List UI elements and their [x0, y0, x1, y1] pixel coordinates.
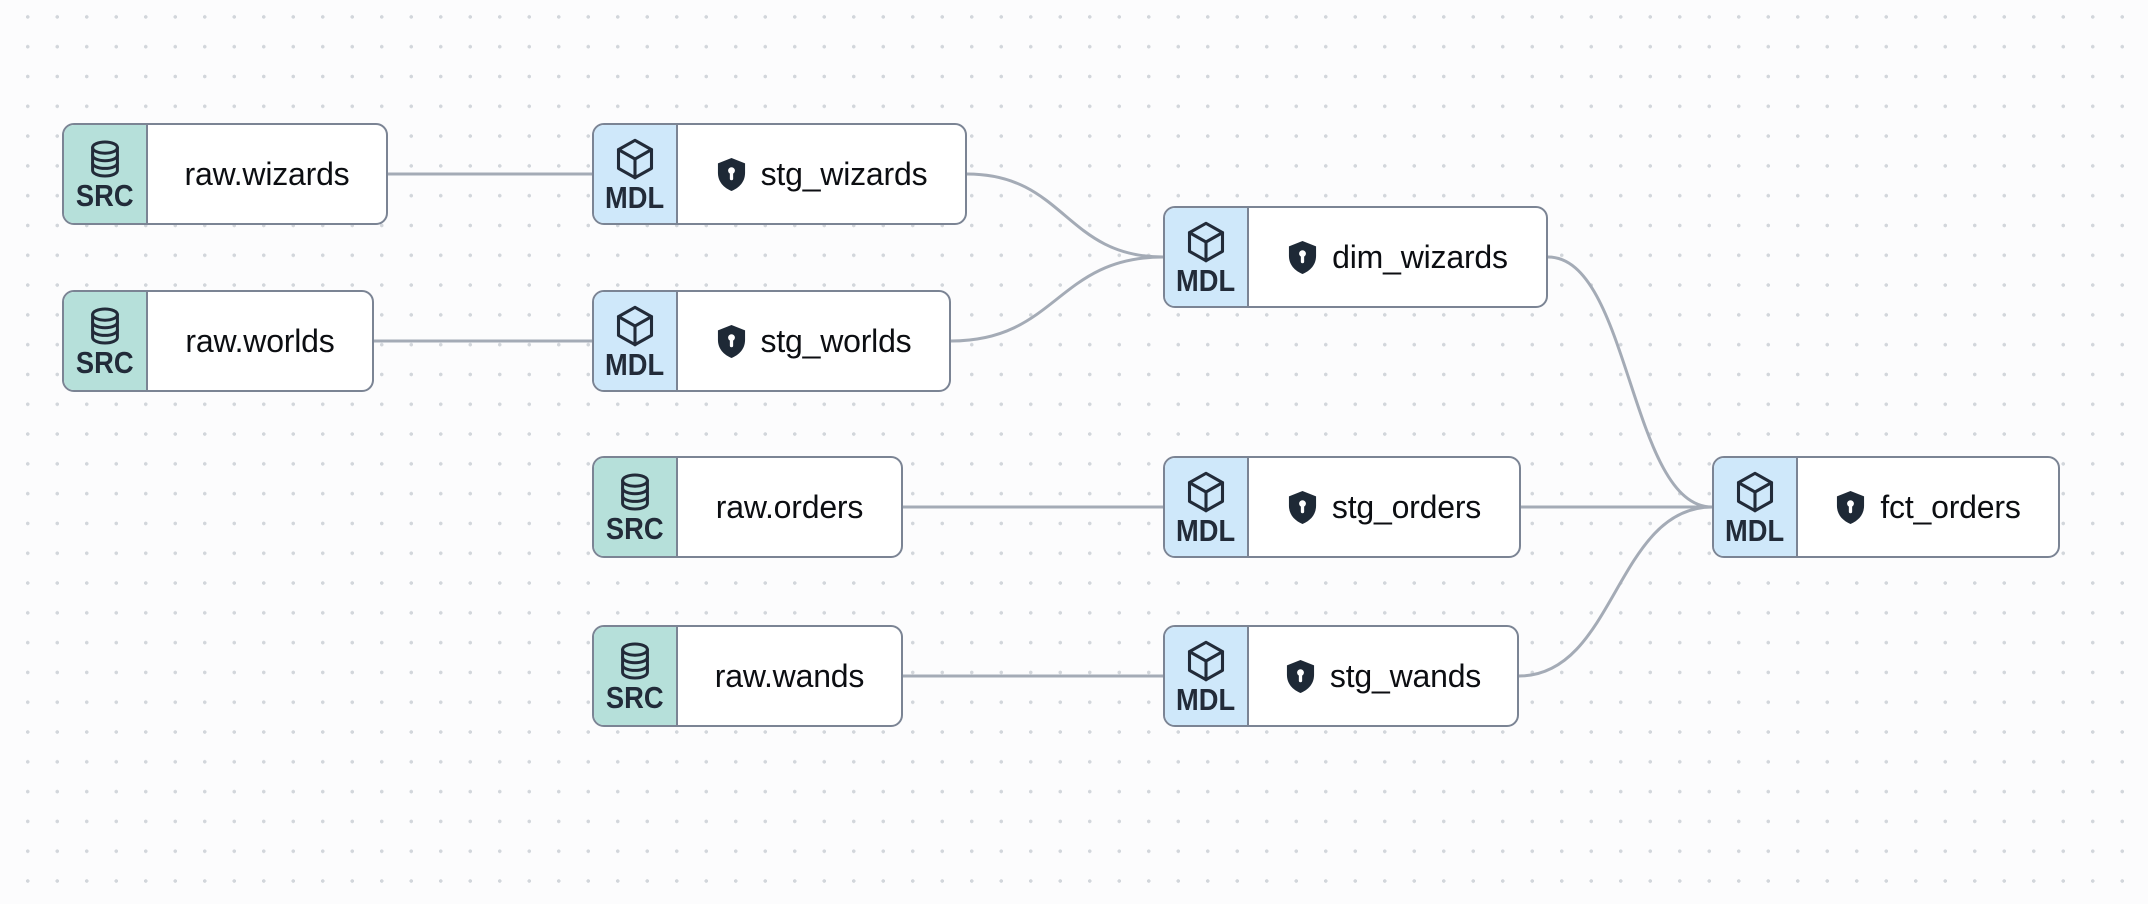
node-type-label: SRC: [76, 178, 134, 214]
node-type-badge: MDL: [1165, 208, 1249, 306]
node-raw_wizards[interactable]: SRC raw.wizards: [62, 123, 388, 225]
node-dim_wizards[interactable]: MDL dim_wizards: [1163, 206, 1548, 308]
node-name-label: raw.wizards: [184, 155, 350, 192]
node-type-badge: MDL: [1714, 458, 1798, 556]
cube-icon: [1733, 470, 1777, 514]
node-type-label: MDL: [1176, 513, 1236, 549]
shield-lock-icon: [1285, 659, 1316, 694]
node-body: raw.wizards: [148, 125, 386, 223]
node-body: stg_wands: [1249, 627, 1517, 725]
node-name-label: raw.wands: [714, 657, 865, 694]
node-name-label: raw.orders: [715, 488, 864, 525]
database-icon: [85, 306, 125, 346]
edge-stg_wands-to-fct_orders: [1518, 505, 1713, 678]
node-name-label: stg_wands: [1329, 657, 1482, 694]
node-name-label: stg_orders: [1331, 488, 1482, 525]
cube-icon: [613, 304, 657, 348]
node-body: dim_wizards: [1249, 208, 1546, 306]
node-raw_orders[interactable]: SRC raw.orders: [592, 456, 903, 558]
node-type-label: SRC: [606, 680, 664, 716]
node-body: raw.orders: [678, 458, 901, 556]
node-body: raw.worlds: [148, 292, 372, 390]
node-type-label: MDL: [1176, 682, 1236, 718]
shield-lock-icon: [716, 157, 747, 192]
database-icon: [615, 472, 655, 512]
node-stg_wizards[interactable]: MDL stg_wizards: [592, 123, 967, 225]
node-type-badge: SRC: [594, 458, 678, 556]
node-type-badge: SRC: [64, 125, 148, 223]
shield-lock-icon: [1287, 240, 1318, 275]
edge-dim_wizards-to-fct_orders: [1547, 255, 1713, 509]
node-fct_orders[interactable]: MDL fct_orders: [1712, 456, 2060, 558]
node-body: stg_worlds: [678, 292, 949, 390]
shield-lock-icon: [716, 324, 747, 359]
node-name-label: dim_wizards: [1332, 238, 1508, 275]
node-body: stg_wizards: [678, 125, 965, 223]
node-body: fct_orders: [1798, 458, 2058, 556]
node-type-badge: MDL: [1165, 458, 1249, 556]
node-body: raw.wands: [678, 627, 901, 725]
node-name-label: stg_wizards: [760, 155, 928, 192]
node-type-badge: MDL: [594, 292, 678, 390]
node-stg_wands[interactable]: MDL stg_wands: [1163, 625, 1519, 727]
cube-icon: [1184, 639, 1228, 683]
node-raw_worlds[interactable]: SRC raw.worlds: [62, 290, 374, 392]
node-type-label: SRC: [76, 345, 134, 381]
node-type-label: MDL: [1725, 513, 1785, 549]
node-type-badge: MDL: [1165, 627, 1249, 725]
node-body: stg_orders: [1249, 458, 1519, 556]
edge-stg_worlds-to-dim_wizards: [950, 255, 1164, 343]
node-type-label: MDL: [1176, 263, 1236, 299]
node-type-badge: SRC: [594, 627, 678, 725]
node-stg_orders[interactable]: MDL stg_orders: [1163, 456, 1521, 558]
node-type-badge: SRC: [64, 292, 148, 390]
node-type-label: SRC: [606, 511, 664, 547]
node-name-label: stg_worlds: [760, 322, 912, 359]
node-type-badge: MDL: [594, 125, 678, 223]
cube-icon: [1184, 470, 1228, 514]
node-raw_wands[interactable]: SRC raw.wands: [592, 625, 903, 727]
shield-lock-icon: [1287, 490, 1318, 525]
node-type-label: MDL: [605, 347, 665, 383]
node-name-label: fct_orders: [1880, 488, 2021, 525]
database-icon: [85, 139, 125, 179]
node-type-label: MDL: [605, 180, 665, 216]
database-icon: [615, 641, 655, 681]
cube-icon: [1184, 220, 1228, 264]
shield-lock-icon: [1835, 490, 1866, 525]
node-stg_worlds[interactable]: MDL stg_worlds: [592, 290, 951, 392]
node-name-label: raw.worlds: [185, 322, 335, 359]
edge-stg_wizards-to-dim_wizards: [966, 172, 1164, 259]
cube-icon: [613, 137, 657, 181]
